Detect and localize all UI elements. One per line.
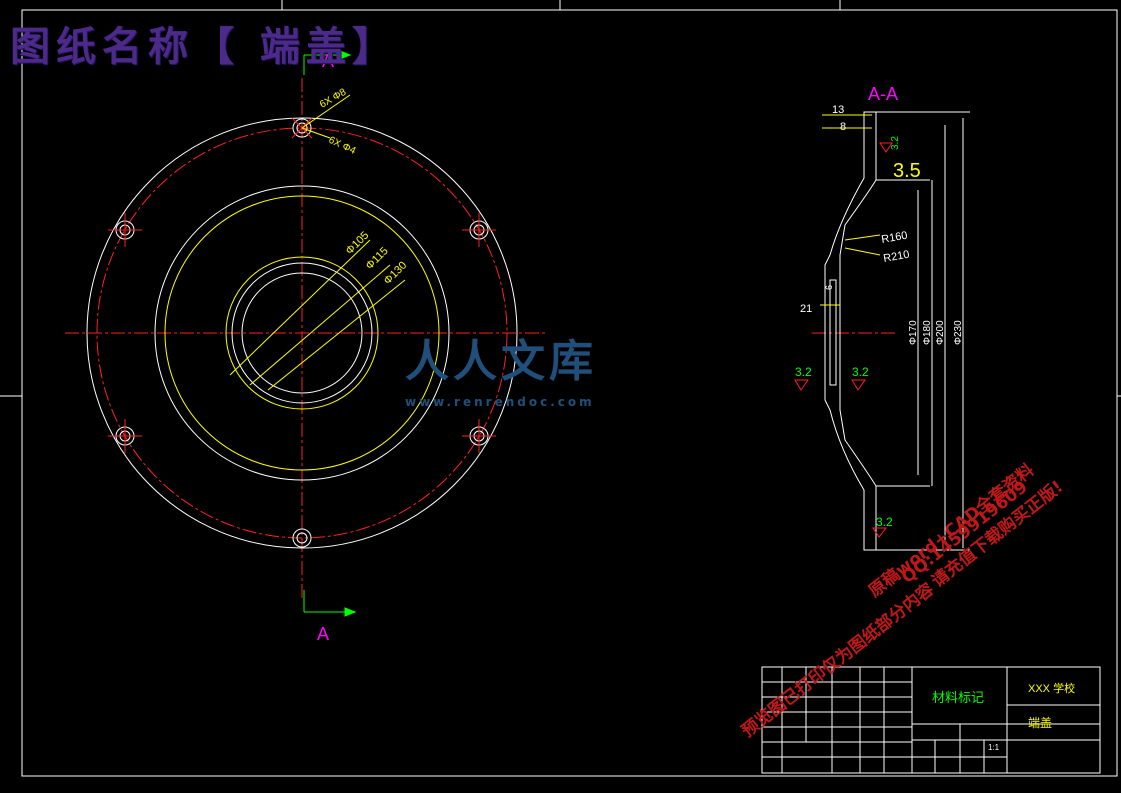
title-block	[761, 666, 1101, 774]
section-marker-top: A	[322, 51, 334, 71]
part-name: 端盖	[1028, 716, 1052, 730]
dim-21: 21	[800, 303, 812, 315]
dim-6: 6	[824, 285, 834, 290]
dia-200: Φ200	[935, 320, 946, 345]
bore-mid	[231, 262, 373, 404]
outer-circle	[86, 117, 518, 549]
scale-value: 1:1	[988, 743, 1000, 752]
drawing-name-banner: 图纸名称【 端盖】	[10, 23, 398, 70]
dia-label-130: Φ130	[382, 259, 410, 287]
watermark-logo-text: 人人文库	[405, 336, 597, 387]
radius-210: R210	[882, 249, 910, 265]
radius-160: R160	[880, 230, 908, 246]
material-mark: 材料标记	[932, 690, 984, 705]
roughness-2: 3.2	[795, 365, 812, 379]
bolt-circle	[96, 127, 508, 539]
hole-label-4: 6X Φ4	[327, 135, 358, 157]
dia-230: Φ230	[953, 320, 964, 345]
watermark-url: www.renrendoc.com	[405, 395, 595, 409]
roughness-4: 3.2	[876, 515, 893, 529]
flange-inner-circle	[164, 195, 440, 471]
section-profile	[824, 111, 877, 551]
drawing-frame	[21, 9, 1118, 777]
dim-3-5: 3.5	[893, 160, 921, 182]
dia-170: Φ170	[908, 320, 919, 345]
roughness-1: 3.2	[890, 136, 901, 150]
bore-inner	[241, 272, 363, 394]
dim-13: 13	[832, 104, 844, 116]
front-view: A A 6X Φ8 6X Φ4 Φ105 Φ115 Φ130	[65, 50, 545, 644]
roughness-3: 3.2	[852, 365, 869, 379]
section-title: A-A	[868, 84, 898, 104]
dim-8: 8	[840, 121, 846, 133]
dia-180: Φ180	[922, 320, 933, 345]
watermark-logo: 人人文库 www.renrendoc.com	[405, 325, 597, 409]
section-marker-bottom: A	[317, 624, 329, 644]
flange-circle	[154, 185, 450, 481]
bore-outer	[225, 256, 379, 410]
school-name: XXX 学校	[1028, 681, 1075, 695]
section-view: A-A 13 8 3.5 R160 R210 21 6 Φ170 Φ180	[794, 84, 970, 551]
